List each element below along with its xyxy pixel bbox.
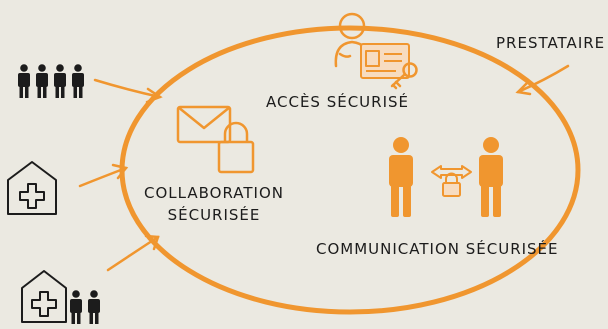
hospital-icon: [7, 161, 57, 215]
people-group-icon: [18, 64, 84, 98]
arrow-from-hospital: [78, 163, 129, 188]
key-icon: [390, 62, 418, 90]
collaboration-label-line2: SÉCURISÉE: [167, 206, 261, 224]
arrow-from-prestataire: [515, 64, 570, 96]
padlock-icon: [442, 172, 461, 197]
hospital-with-staff-icon: [21, 270, 100, 324]
exchange-arrows-icon: [431, 165, 472, 197]
padlock-icon: [217, 121, 255, 174]
arrow-from-people: [93, 78, 163, 104]
secure-zone-ellipse: [119, 25, 581, 315]
collaboration-label-line1: COLLABORATION: [144, 184, 284, 202]
person-icon: [389, 137, 413, 217]
prestataire-label: PRESTATAIRE: [496, 34, 606, 52]
id-card-icon: [360, 43, 410, 79]
person-icon: [479, 137, 503, 217]
communication-securisee-label: COMMUNICATION SÉCURISÉE: [316, 240, 559, 258]
arrow-from-hospital-staff: [106, 234, 160, 272]
envelope-icon: [176, 105, 232, 144]
acces-securise-label: ACCÈS SÉCURISÉ: [266, 93, 410, 111]
